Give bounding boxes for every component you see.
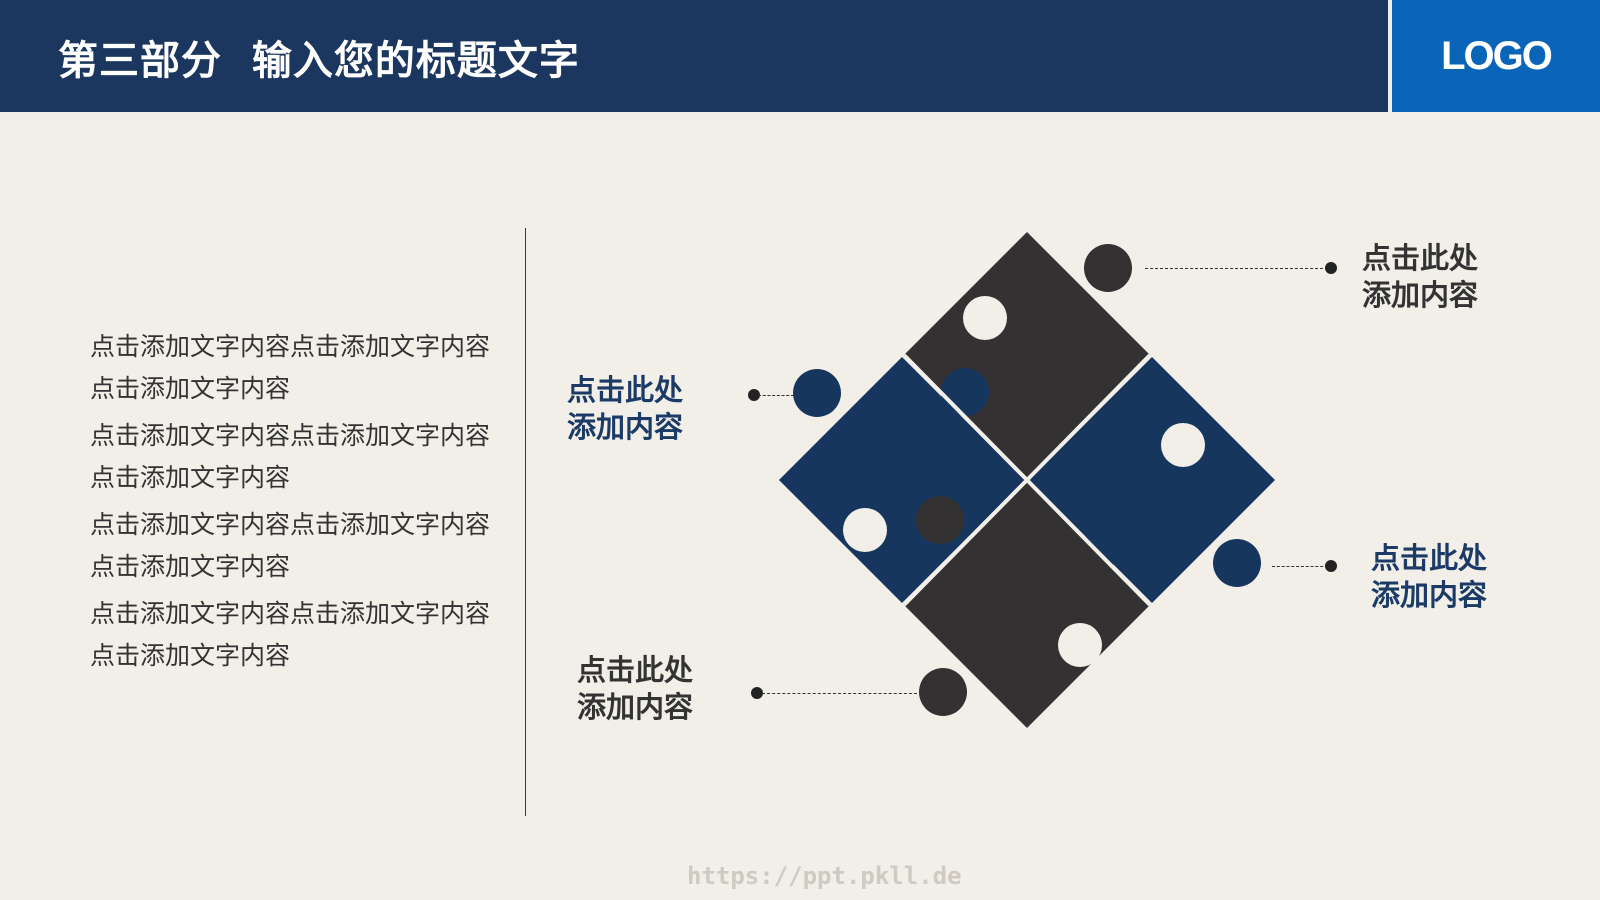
vertical-divider	[525, 228, 526, 816]
paragraph[interactable]: 点击添加文字内容点击添加文字内容点击添加文字内容	[90, 332, 491, 403]
label-line: 点击此处	[567, 373, 684, 407]
label-line: 点击此处	[1371, 541, 1488, 575]
puzzle-piece-left	[779, 357, 1025, 603]
label-top-right[interactable]: 点击此处 添加内容	[1362, 240, 1478, 314]
connector-line	[762, 693, 917, 694]
logo: LOGO	[1441, 33, 1553, 78]
label-right[interactable]: 点击此处 添加内容	[1371, 540, 1487, 614]
watermark: https://ppt.pkll.de	[687, 862, 962, 890]
header-bar: 第三部分 输入您的标题文字	[0, 0, 1388, 112]
connector-dot	[751, 687, 763, 699]
paragraph[interactable]: 点击添加文字内容点击添加文字内容点击添加文字内容	[90, 510, 491, 581]
label-line: 添加内容	[1362, 278, 1479, 312]
label-line: 添加内容	[1371, 578, 1488, 612]
label-line: 添加内容	[577, 690, 694, 724]
connector-line	[1272, 566, 1328, 567]
connector-line	[1145, 268, 1328, 269]
label-left[interactable]: 点击此处 添加内容	[567, 372, 683, 446]
paragraph[interactable]: 点击添加文字内容点击添加文字内容点击添加文字内容	[90, 599, 491, 670]
logo-box: LOGO	[1392, 0, 1600, 112]
connector-dot	[1325, 262, 1337, 274]
label-line: 点击此处	[1362, 241, 1479, 275]
puzzle-graphic	[779, 232, 1275, 728]
connector-dot	[748, 389, 760, 401]
label-line: 点击此处	[577, 653, 694, 687]
connector-line	[758, 395, 794, 396]
page-title: 第三部分 输入您的标题文字	[58, 38, 580, 84]
body-text-block: 点击添加文字内容点击添加文字内容点击添加文字内容 点击添加文字内容点击添加文字内…	[90, 326, 490, 682]
connector-dot	[1325, 560, 1337, 572]
label-bottom-left[interactable]: 点击此处 添加内容	[577, 652, 693, 726]
label-line: 添加内容	[567, 410, 684, 444]
paragraph[interactable]: 点击添加文字内容点击添加文字内容点击添加文字内容	[90, 421, 491, 492]
